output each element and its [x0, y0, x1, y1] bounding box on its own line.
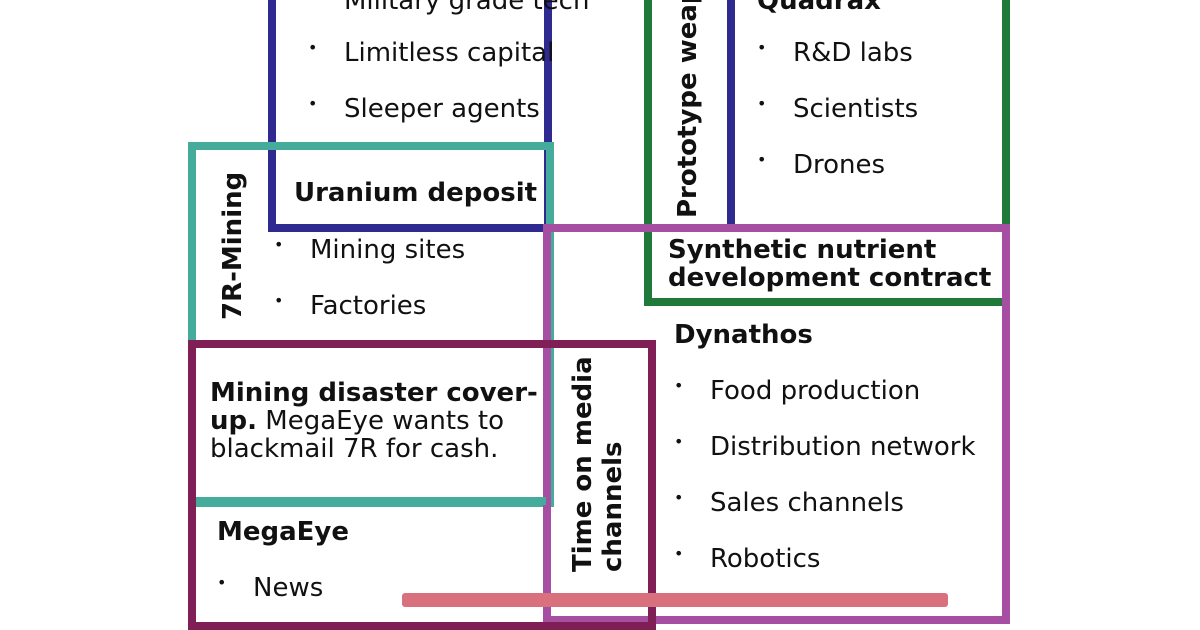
navy-divider	[727, 0, 735, 225]
bullet: •	[217, 573, 227, 592]
megaeye-title: MegaEye	[217, 517, 350, 547]
quadrax-title: Quadrax	[757, 0, 881, 16]
list-item-label: Drones	[793, 150, 886, 180]
list-item-label: Distribution network	[710, 432, 976, 462]
bullet: •	[274, 235, 284, 254]
list-item-label: Robotics	[710, 544, 821, 574]
media-label-line2: channels	[598, 441, 628, 572]
bullet: •	[274, 291, 284, 310]
list-item-label: Military grade tech	[344, 0, 590, 16]
list-item-label: Scientists	[793, 94, 919, 124]
bullet: •	[674, 376, 684, 395]
bullet: •	[757, 38, 767, 57]
sevenr-mining-label: 7R-Mining	[218, 171, 248, 320]
navy-group-box	[268, 0, 552, 232]
prototype-label: Prototype weap	[673, 0, 703, 218]
dynathos-title: Dynathos	[674, 320, 813, 350]
list-item-label: Sales channels	[710, 488, 904, 518]
teal-divider	[196, 497, 546, 505]
list-item-label: Limitless capital	[344, 38, 555, 68]
cover-up-rest: MegaEye wants to	[257, 406, 504, 436]
green-group-box	[644, 0, 1010, 306]
cover-up-bold: up.	[210, 406, 257, 436]
cover-up-line2: up. MegaEye wants to	[210, 406, 504, 436]
rose-bar	[402, 593, 948, 607]
bullet: •	[674, 432, 684, 451]
list-item-label: Sleeper agents	[344, 94, 540, 124]
bullet: •	[308, 94, 318, 113]
list-item-label: News	[253, 573, 324, 603]
cover-up-line1: Mining disaster cover-	[210, 378, 538, 408]
bullet: •	[674, 544, 684, 563]
bullet: •	[308, 0, 317, 5]
cover-up-line3: blackmail 7R for cash.	[210, 434, 499, 464]
bullet: •	[757, 94, 767, 113]
media-label-line1: Time on media	[568, 356, 598, 572]
bullet: •	[674, 488, 684, 507]
synthetic-label-line2: development contract	[668, 263, 992, 293]
list-item-label: Food production	[710, 376, 921, 406]
bullet: •	[757, 150, 767, 169]
list-item-label: R&D labs	[793, 38, 913, 68]
uranium-label: Uranium deposit	[294, 178, 538, 208]
synthetic-label-line1: Synthetic nutrient	[668, 235, 937, 265]
bullet: •	[308, 38, 318, 57]
list-item-label: Mining sites	[310, 235, 466, 265]
list-item-label: Factories	[310, 291, 427, 321]
